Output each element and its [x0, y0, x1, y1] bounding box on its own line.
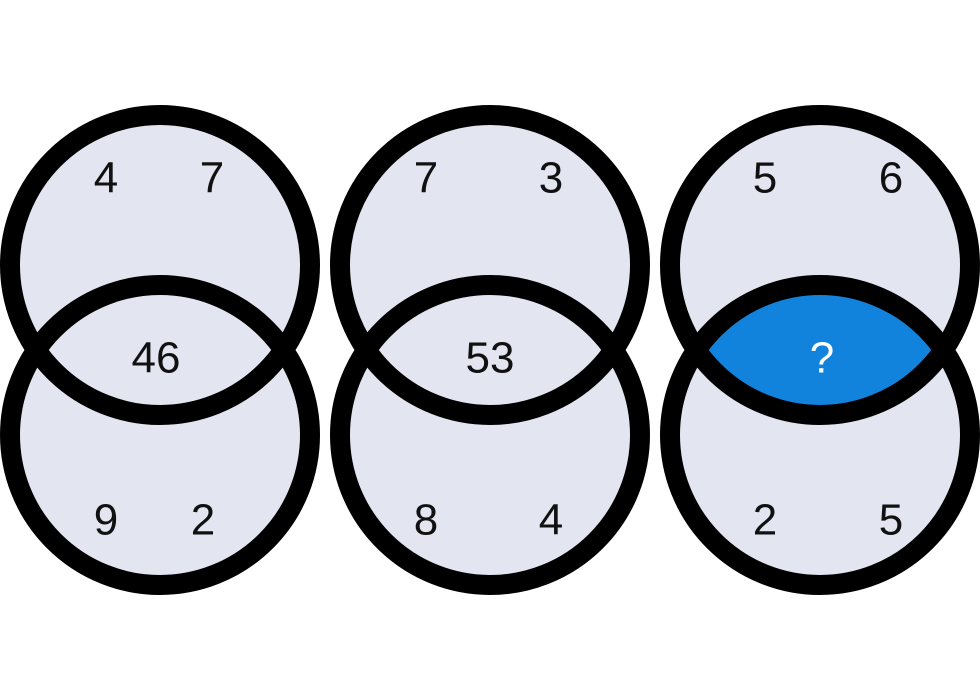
unknown-center-number: ? — [810, 334, 834, 383]
bottom-circle-outline — [660, 275, 980, 595]
venn-group-2: 7 3 53 8 4 — [330, 105, 650, 595]
center-number: 46 — [132, 334, 181, 383]
venn-group-1: 4 7 46 9 2 — [0, 105, 320, 595]
highlighted-overlap — [670, 285, 970, 415]
top-circle-outline — [0, 105, 320, 425]
bottom-left-number: 8 — [414, 496, 438, 545]
bottom-circle-fill — [340, 285, 640, 585]
bottom-right-number: 5 — [879, 496, 903, 545]
top-left-number: 5 — [753, 154, 777, 203]
top-circle-outline — [330, 105, 650, 425]
venn-group-3: 5 6 ? 2 5 — [660, 105, 980, 595]
top-right-number: 6 — [879, 154, 903, 203]
bottom-left-number: 2 — [753, 496, 777, 545]
bottom-circle-outline — [330, 275, 650, 595]
top-right-number: 3 — [539, 154, 563, 203]
top-right-number: 7 — [200, 154, 224, 203]
top-circle-outline — [660, 105, 980, 425]
bottom-left-number: 9 — [94, 496, 118, 545]
bottom-right-number: 2 — [191, 496, 215, 545]
bottom-right-number: 4 — [539, 496, 563, 545]
center-number: 53 — [466, 334, 515, 383]
top-left-number: 4 — [94, 154, 118, 203]
top-left-number: 7 — [414, 154, 438, 203]
bottom-circle-outline — [0, 275, 320, 595]
bottom-circle-fill — [10, 285, 310, 585]
